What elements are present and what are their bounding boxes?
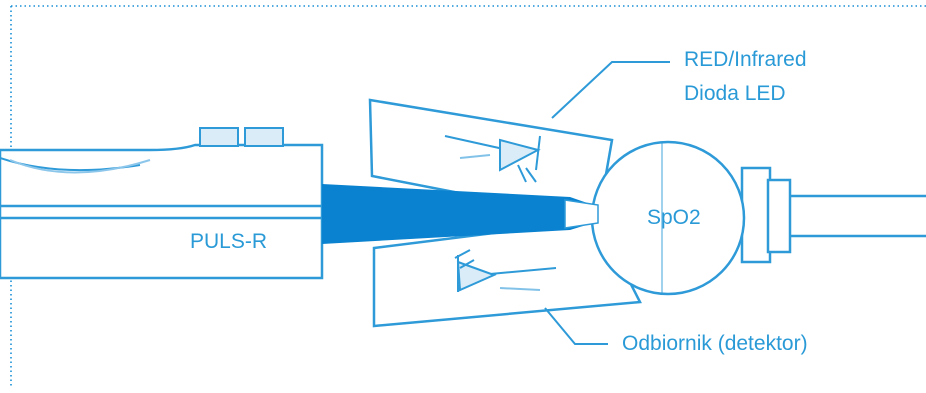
photodetector-icon [454, 249, 557, 292]
connector-band [322, 184, 596, 244]
connector-band-highlight [564, 199, 599, 229]
receiver-label: Odbiornik (detektor) [622, 332, 808, 355]
led-emitter-icon [444, 135, 541, 183]
sensor-label: SpO2 [647, 206, 701, 229]
emitter-label-line1: RED/Infrared [684, 48, 807, 71]
dotted-frame [10, 5, 926, 388]
receiver-leader-line [544, 307, 608, 345]
emitter-label-line2: Dioda LED [684, 82, 786, 105]
device-label: PULS-R [190, 230, 268, 253]
cable-connector [740, 166, 792, 264]
sensor-cable [790, 194, 926, 238]
emitter-leader-line [551, 61, 670, 119]
device-buttons [199, 127, 284, 147]
device-body [0, 143, 324, 280]
